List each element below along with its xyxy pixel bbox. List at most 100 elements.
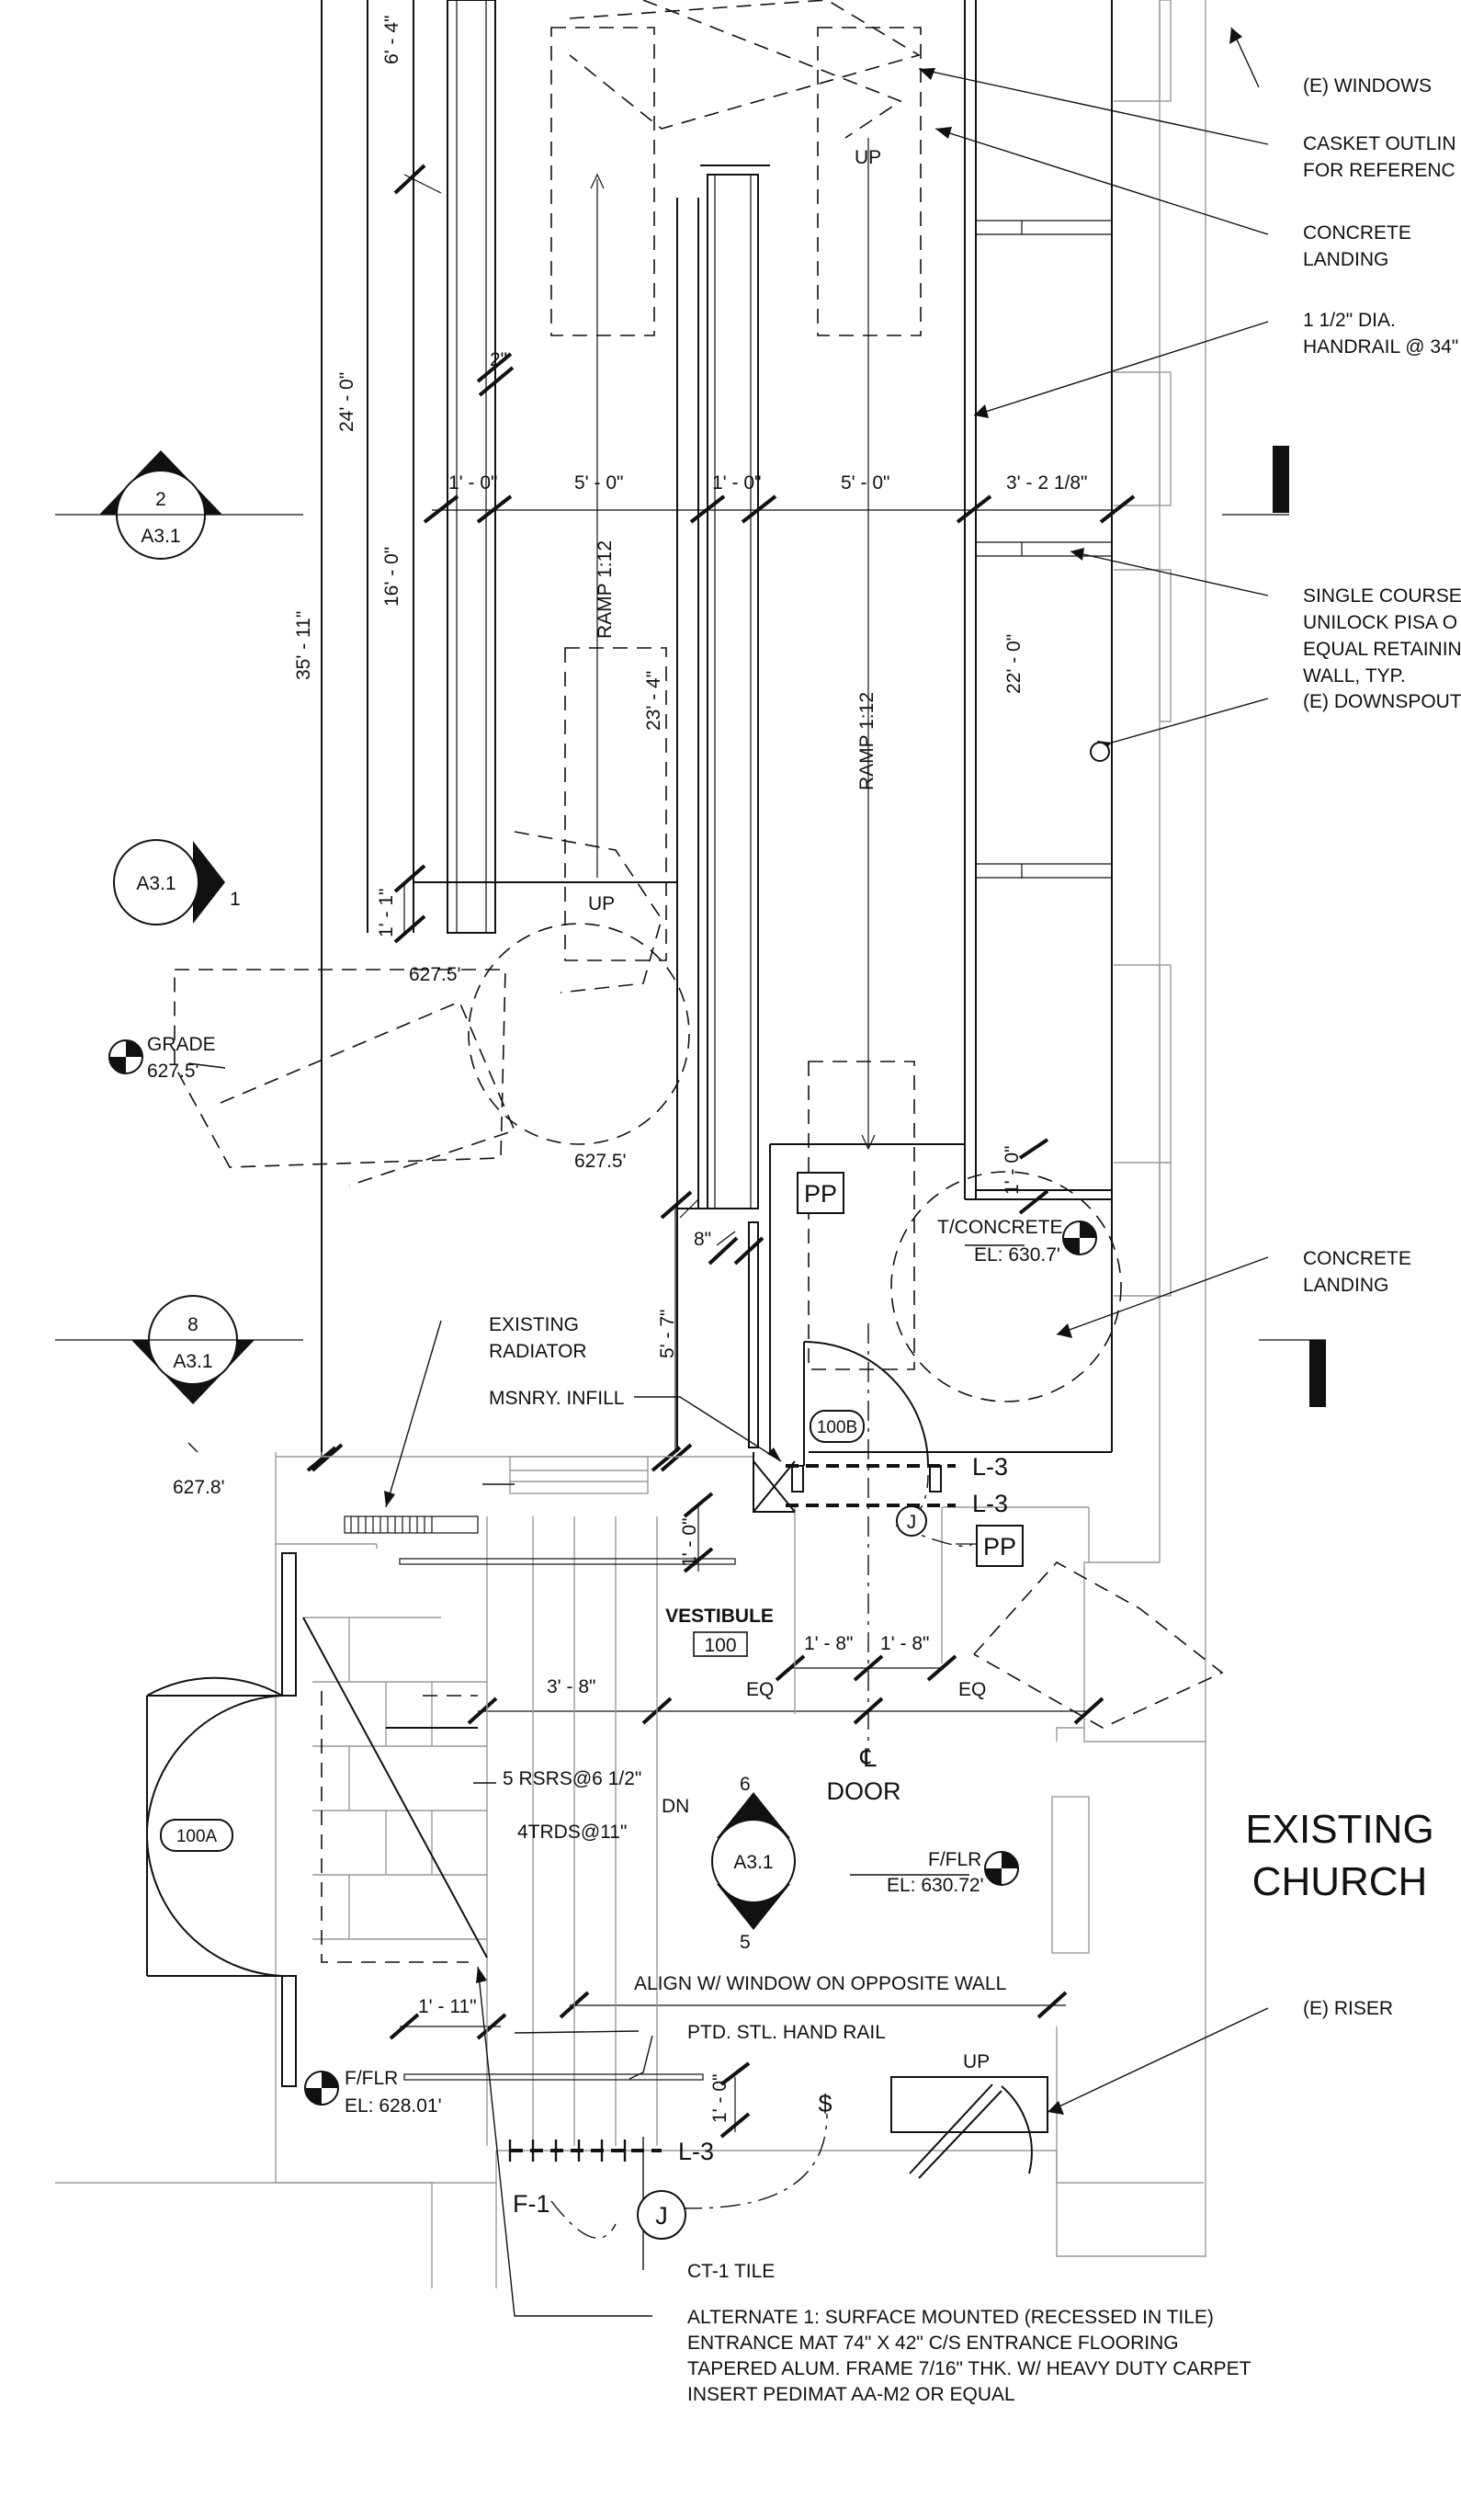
stair-labels: UP UP DN 5 RSRS@6 1/2" 4TRDS@11" UP: [503, 147, 990, 2072]
room-labels: VESTIBULE 100 ℄ DOOR EXISTING CHURCH: [665, 1606, 1434, 1904]
note-alternate-3: TAPERED ALUM. FRAME 7/16" THK. W/ HEAVY …: [687, 2358, 1251, 2379]
note-single-course-4: WALL, TYP.: [1303, 665, 1406, 687]
interior-elevation-5: 5: [740, 1932, 751, 1953]
note-single-course-1: SINGLE COURSE: [1303, 585, 1461, 607]
elevation-1-sheet: A3.1: [136, 873, 176, 894]
dim-1-11: 1' - 11": [418, 1996, 477, 2017]
existing-church-1: EXISTING: [1245, 1807, 1433, 1852]
dim-35-11: 35' - 11": [293, 611, 314, 680]
datum-target-floor-low: [304, 2071, 339, 2106]
ramp-label-a: RAMP 1:12: [595, 540, 616, 639]
interior-elevation-marker: A3.1 6 5: [711, 1774, 796, 1953]
ramp-label-b: RAMP 1:12: [856, 692, 878, 790]
dim-2in: 2": [490, 349, 507, 370]
switch-symbol: $: [818, 2090, 832, 2117]
dim-24-0: 24' - 0": [336, 372, 357, 432]
dim-5-7: 5' - 7": [657, 1310, 678, 1358]
treads-label: 4TRDS@11": [517, 1822, 627, 1843]
note-downspout: (E) DOWNSPOUT: [1303, 691, 1461, 712]
grade-elev: 627.5': [147, 1061, 199, 1082]
dim-eq-a: EQ: [746, 1679, 774, 1700]
note-alternate-1: ALTERNATE 1: SURFACE MOUNTED (RECESSED I…: [687, 2307, 1214, 2328]
door-tag-100a: 100A: [176, 1827, 218, 1846]
door-tag-100b-box: [810, 1410, 865, 1443]
note-ct1-tile: CT-1 TILE: [687, 2261, 775, 2282]
note-ptd-handrail: PTD. STL. HAND RAIL: [687, 2022, 886, 2043]
dim-6-4: 6' - 4": [381, 16, 402, 64]
note-windows: (E) WINDOWS: [1303, 75, 1432, 96]
note-concrete-landing-low-1: CONCRETE: [1303, 1248, 1411, 1269]
dim-3-8: 3' - 8": [547, 1676, 595, 1697]
door-label: DOOR: [827, 1777, 901, 1805]
ffl-low-elev: EL: 628.01': [345, 2095, 442, 2117]
up-label-riser: UP: [963, 2051, 990, 2072]
pp-tag-box-a: [797, 1172, 844, 1214]
note-alternate-2: ENTRANCE MAT 74" X 42" C/S ENTRANCE FLOO…: [687, 2333, 1179, 2354]
up-label-top: UP: [855, 147, 881, 168]
dim-3-2-1-8: 3' - 2 1/8": [1006, 472, 1088, 494]
casket-outlines: [550, 0, 922, 1370]
ffl-mid-label: F/FLR: [928, 1849, 981, 1870]
dim-23-4: 23' - 4": [643, 671, 664, 731]
datum-target-floor-mid: [984, 1851, 1019, 1886]
dimension-labels: 6' - 4" 24' - 0" 2" 1' - 0" 5' - 0" 1' -…: [293, 16, 1088, 2123]
pp-tag-a: PP: [804, 1180, 837, 1208]
section-cut-marker-top: [1273, 446, 1289, 513]
vestibule-walls: [55, 1221, 1204, 2288]
section-marker-8: 8 A3.1: [55, 1295, 303, 1404]
lighting-tag-l3-c: L-3: [678, 2138, 714, 2165]
lighting-tag-l3-a: L-3: [972, 1453, 1008, 1481]
dim-1-1: 1' - 1": [376, 889, 397, 937]
t-concrete-elev: EL: 630.7': [974, 1244, 1060, 1266]
elevation-labels: 627.5' GRADE 627.5' 627.5' 627.8' T/CONC…: [147, 964, 1063, 2117]
dim-5-0-a: 5' - 0": [574, 472, 623, 494]
datum-target-grade: [108, 1039, 143, 1074]
ffl-mid-elev: EL: 630.72': [887, 1875, 984, 1896]
note-casket-1: CASKET OUTLIN: [1303, 133, 1455, 154]
elev-627-8: 627.8': [173, 1477, 225, 1498]
note-concrete-landing-top-1: CONCRETE: [1303, 222, 1411, 244]
section-8-sheet: A3.1: [173, 1351, 212, 1372]
dn-label: DN: [662, 1796, 689, 1817]
note-riser: (E) RISER: [1303, 1998, 1393, 2019]
up-label-mid: UP: [588, 893, 615, 914]
interior-elevation-6: 6: [740, 1774, 751, 1795]
existing-church-2: CHURCH: [1252, 1859, 1428, 1904]
downspout-icon: [1090, 742, 1110, 762]
dim-16-0: 16' - 0": [381, 547, 402, 607]
dim-eq-b: EQ: [958, 1679, 986, 1700]
junction-box-a: [896, 1505, 927, 1537]
section-2-sheet: A3.1: [141, 526, 180, 547]
dim-1-0-a: 1' - 0": [448, 472, 497, 494]
section-marker-2: 2 A3.1: [55, 450, 303, 560]
elevation-1-number: 1: [230, 889, 241, 910]
dimension-lines: [306, 0, 1136, 2139]
junction-tag-b: J: [655, 2202, 668, 2230]
section-cut-marker-bottom: [1309, 1340, 1326, 1407]
note-handrail-2: HANDRAIL @ 34": [1303, 336, 1458, 358]
door-tag-100a-box: [160, 1819, 233, 1852]
elevation-marker-1: A3.1 1: [113, 839, 241, 925]
vestibule-label: VESTIBULE: [665, 1606, 774, 1627]
dim-1-0-d: 1' - 0": [679, 1518, 700, 1567]
dim-22-0: 22' - 0": [1003, 634, 1025, 694]
door-tag-100b: 100B: [817, 1418, 857, 1437]
fixture-tag-f1: F-1: [513, 2190, 550, 2218]
tag-labels: 100B 100A PP PP J J L-3 L-3 L-3 F-1 $: [176, 1180, 1016, 2230]
note-align-window: ALIGN W/ WINDOW ON OPPOSITE WALL: [634, 1973, 1006, 1994]
lighting-tag-l3-b: L-3: [972, 1490, 1008, 1517]
interior-elevation-sheet: A3.1: [733, 1852, 773, 1873]
elev-627-5-a: 627.5': [409, 964, 461, 985]
note-existing-radiator-2: RADIATOR: [489, 1341, 587, 1362]
note-concrete-landing-low-2: LANDING: [1303, 1275, 1388, 1296]
datum-target-concrete: [1062, 1220, 1097, 1255]
section-8-number: 8: [187, 1314, 198, 1335]
note-single-course-3: EQUAL RETAININ: [1303, 639, 1461, 660]
dim-8in: 8": [694, 1229, 711, 1250]
vestibule-number: 100: [704, 1635, 736, 1656]
existing-building-wall: [1051, 0, 1206, 2257]
junction-box-b: [637, 2190, 686, 2240]
note-concrete-landing-top-2: LANDING: [1303, 249, 1388, 270]
note-alternate-4: INSERT PEDIMAT AA-M2 OR EQUAL: [687, 2384, 1015, 2405]
